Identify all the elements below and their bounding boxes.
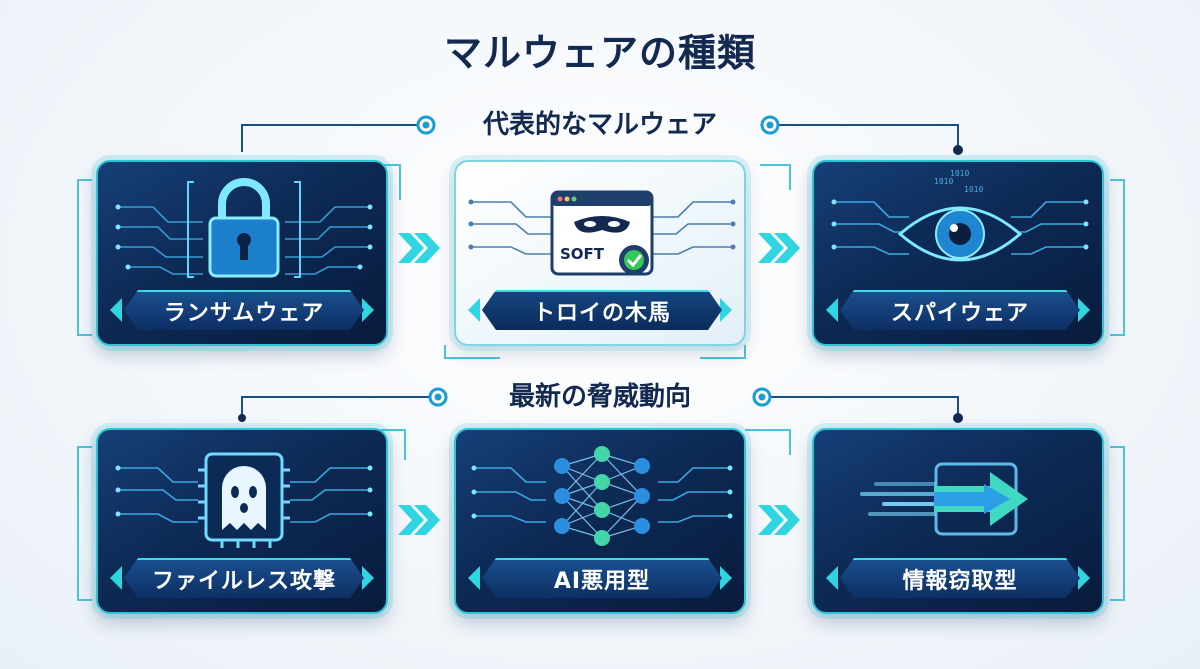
card-label: ファイルレス攻撃	[124, 558, 364, 598]
chevron-right-icon	[758, 233, 800, 263]
chevron-right-icon	[758, 505, 800, 535]
data-exfiltration-arrow-icon	[860, 462, 1028, 536]
card-ransomware: ランサムウェア	[96, 160, 388, 346]
card-label: 情報窃取型	[840, 558, 1080, 598]
eye-icon: 1010 1010 1010	[831, 169, 1089, 262]
binary-text: 1010	[964, 185, 983, 194]
card-info-stealer: 情報窃取型	[812, 428, 1104, 614]
section-title-latest: 最新の脅威動向	[508, 382, 691, 412]
binary-text: 1010	[950, 169, 969, 178]
section-title-typical: 代表的なマルウェア	[482, 110, 717, 140]
card-trojan: SOFT トロイの木馬	[454, 160, 746, 346]
card-label: トロイの木馬	[482, 290, 722, 330]
neural-network-icon	[471, 446, 733, 546]
card-spyware: 1010 1010 1010 スパイウェア	[812, 160, 1104, 346]
chevron-right-icon	[398, 233, 440, 263]
soft-text: SOFT	[560, 245, 605, 263]
card-fileless-attack: ファイルレス攻撃	[96, 428, 388, 614]
page-title: マルウェアの種類	[443, 31, 756, 75]
card-label: スパイウェア	[840, 290, 1080, 330]
card-label: ランサムウェア	[124, 290, 364, 330]
card-ai-abuse: AI悪用型	[454, 428, 746, 614]
ghost-chip-icon	[115, 452, 373, 548]
card-label: AI悪用型	[482, 558, 722, 598]
binary-text: 1010	[934, 177, 953, 186]
padlock-icon	[115, 178, 373, 278]
masked-software-window-icon: SOFT	[468, 190, 736, 276]
chevron-right-icon	[398, 505, 440, 535]
